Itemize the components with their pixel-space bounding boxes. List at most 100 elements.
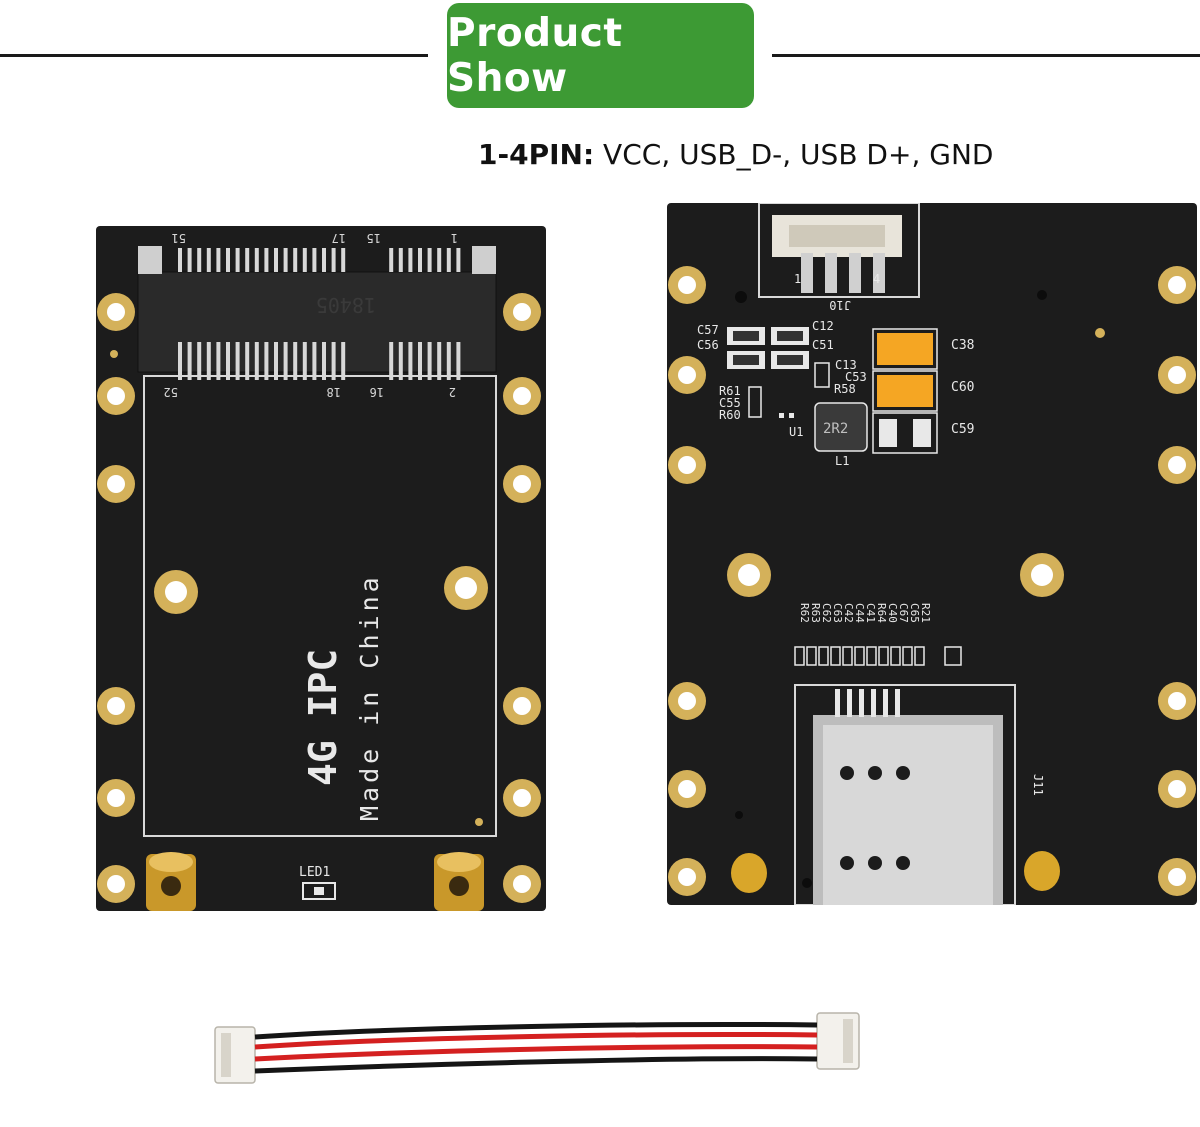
slot-pin — [437, 248, 442, 272]
front-board-image: 18405 51 17 15 1 52 18 16 2 4G IPC Made … — [96, 226, 546, 911]
edge-pad-hole — [513, 697, 531, 715]
slot-pin — [206, 342, 211, 380]
slot-pin — [293, 342, 298, 380]
rotated-label: C65 — [908, 603, 921, 623]
sim-finger — [847, 689, 852, 717]
edge-pad-hole — [513, 475, 531, 493]
rotated-label: R62 — [798, 603, 811, 623]
edge-pad-hole — [1168, 276, 1186, 294]
slot-pin — [264, 248, 269, 272]
sim-contacts — [840, 766, 910, 870]
slot-pin — [254, 248, 259, 272]
sim-contact — [840, 766, 854, 780]
rotated-label: R63 — [809, 603, 822, 623]
slot-pin — [446, 248, 451, 272]
connector-label: J10 — [829, 298, 851, 312]
sim-contact — [868, 766, 882, 780]
edge-pad-hole — [107, 303, 125, 321]
label-c38: C38 — [951, 338, 974, 353]
rotated-label: C67 — [897, 603, 910, 623]
sim-contact — [868, 856, 882, 870]
slot-pin — [245, 248, 250, 272]
edge-pads-back — [668, 266, 1196, 896]
connector-pin — [849, 253, 861, 293]
slot-pin — [427, 342, 432, 380]
slot-pin — [283, 248, 288, 272]
resistor-pad — [890, 646, 901, 666]
slot-pin — [245, 342, 250, 380]
slot-pin — [302, 248, 307, 272]
slot-pin — [331, 342, 336, 380]
slot-pin — [187, 248, 192, 272]
slot-pin — [408, 248, 413, 272]
standoff-right — [434, 852, 484, 911]
slot-pin — [302, 342, 307, 380]
slot-code: 18405 — [316, 293, 376, 317]
sim-label: J11 — [1031, 774, 1045, 796]
slot-pin — [197, 248, 202, 272]
connector-pin-first: 1 — [794, 272, 801, 286]
slot-pin — [235, 342, 240, 380]
label-r60: R60 — [719, 408, 741, 422]
slot-pin — [197, 342, 202, 380]
resistor-pad — [914, 646, 925, 666]
connector-pins — [801, 253, 885, 293]
edge-pad-hole — [107, 697, 125, 715]
label-c53: C53 — [845, 370, 867, 384]
label-c56: C56 — [697, 338, 719, 352]
sim-contact — [840, 856, 854, 870]
standoff-left — [146, 852, 196, 911]
edge-pad-hole — [1168, 456, 1186, 474]
label-r61: R61 — [719, 384, 741, 398]
label-c13: C13 — [835, 358, 857, 372]
pin-caption-desc: VCC, USB_D-, USB D+, GND — [594, 138, 994, 171]
inductor-mark: 2R2 — [823, 421, 848, 437]
pin-label-18: 18 — [327, 385, 341, 399]
slot-pin — [456, 248, 461, 272]
slot-pin — [226, 248, 230, 272]
slot-pin — [456, 342, 461, 380]
resistor-pad — [794, 646, 805, 666]
slot-pin — [264, 342, 269, 380]
label-c51: C51 — [812, 338, 834, 352]
edge-pad-hole — [678, 276, 696, 294]
sim-finger — [859, 689, 864, 717]
edge-pad-hole — [107, 875, 125, 893]
slot-pin — [216, 342, 221, 380]
edge-pad-hole — [107, 475, 125, 493]
cable-plug-left — [214, 1026, 256, 1084]
slot-pin — [274, 342, 278, 380]
slot-pins-top — [178, 248, 461, 272]
label-u1: U1 — [789, 425, 803, 439]
brand-text: 4G IPC — [301, 649, 345, 786]
resistor-pad — [818, 646, 829, 666]
label-r58: R58 — [834, 382, 856, 396]
edge-pad-hole — [513, 303, 531, 321]
sim-contact — [896, 856, 910, 870]
connector-pin — [873, 253, 885, 293]
connector-pin — [801, 253, 813, 293]
edge-pad-hole — [678, 868, 696, 886]
sim-contact — [896, 766, 910, 780]
edge-pad-hole — [678, 456, 696, 474]
label-c59: C59 — [951, 422, 974, 437]
pin-caption: 1-4PIN: VCC, USB_D-, USB D+, GND — [478, 138, 993, 171]
slot-pin — [389, 342, 394, 380]
label-c57: C57 — [697, 323, 719, 337]
resistor-pad — [878, 646, 889, 666]
slot-pin — [408, 342, 413, 380]
slot-pin — [398, 342, 403, 380]
pin-label-52: 52 — [164, 385, 178, 399]
slot-pins-bottom — [178, 342, 461, 380]
rotated-label: R21 — [919, 603, 932, 623]
pin-label-17: 17 — [332, 231, 346, 245]
slot-pin — [312, 248, 317, 272]
slot-pin — [398, 248, 403, 272]
pin-label-16: 16 — [370, 385, 384, 399]
edge-pad-hole — [107, 387, 125, 405]
resistor-pad — [842, 646, 853, 666]
edge-pad-hole — [678, 780, 696, 798]
slot-pin — [322, 342, 326, 380]
edge-pad-hole — [678, 692, 696, 710]
